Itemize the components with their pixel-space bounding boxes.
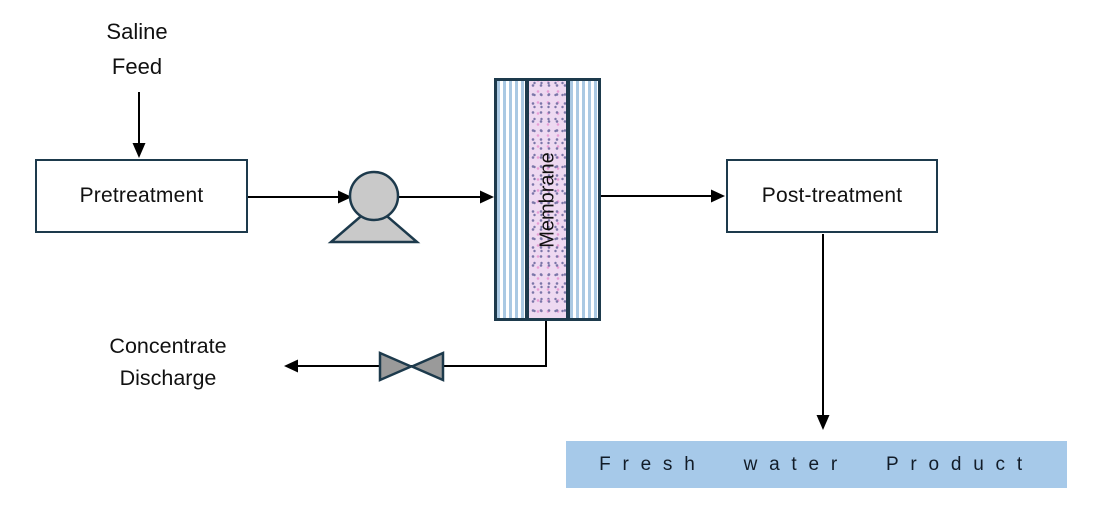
membrane-core: Membrane	[529, 81, 566, 318]
membrane-left-channel	[497, 81, 525, 318]
membrane-unit: Membrane	[494, 78, 601, 321]
pretreatment-box: Pretreatment	[35, 159, 248, 233]
membrane-left-wall	[525, 81, 529, 318]
post-treatment-label: Post-treatment	[761, 184, 903, 207]
post-treatment-box: Post-treatment	[726, 159, 938, 233]
fresh-water-product-box: Fresh water Product	[566, 441, 1067, 488]
saline-feed-label: Saline Feed	[106, 19, 168, 80]
membrane-right-channel	[570, 81, 598, 318]
pretreatment-label: Pretreatment	[79, 184, 204, 207]
concentrate-discharge-label: Concentrate Discharge	[109, 334, 227, 391]
membrane-label: Membrane	[536, 151, 558, 248]
post-treatment-to-product-arrow	[816, 234, 830, 430]
fresh-water-product-label: Fresh water Product	[599, 453, 1034, 475]
membrane-to-post-treatment-arrow	[601, 189, 725, 203]
membrane-right-wall	[566, 81, 570, 318]
pump-icon	[327, 170, 421, 244]
valve-icon	[378, 351, 445, 382]
saline-feed-arrow	[132, 92, 146, 158]
pretreatment-to-pump-arrow	[248, 190, 352, 204]
pump-to-membrane-arrow	[399, 190, 494, 204]
